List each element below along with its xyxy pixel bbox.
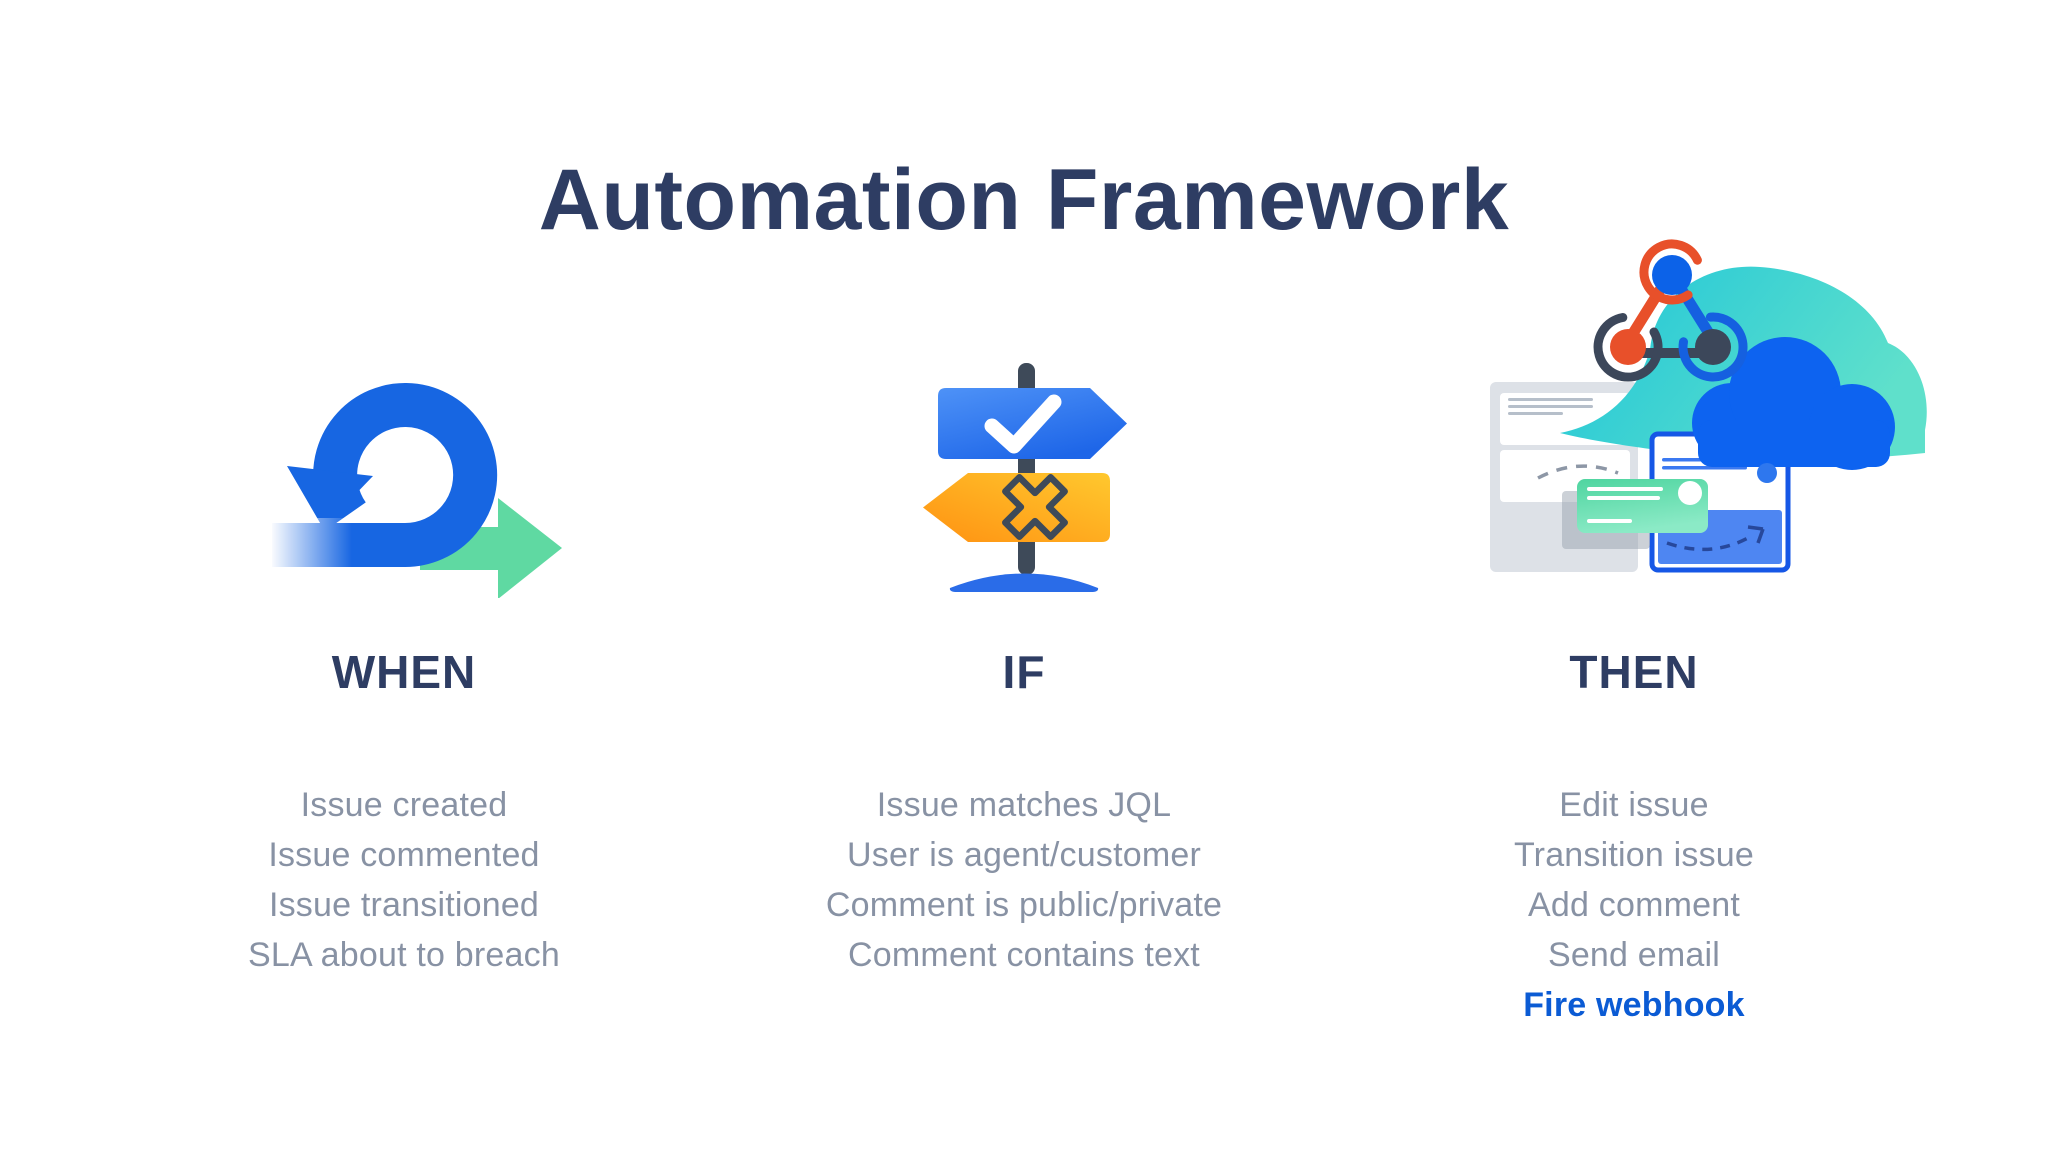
list-item: SLA about to breach [248, 936, 560, 974]
heading-if: IF [1002, 646, 1046, 698]
orange-cross-sign [923, 473, 1110, 542]
list-item: Issue created [300, 786, 508, 824]
x-icon [1002, 474, 1068, 540]
then-action-list: Edit issue Transition issue Add comment … [1274, 780, 1994, 1030]
list-item: Comment contains text [848, 936, 1200, 974]
list-item: Transition issue [1513, 836, 1755, 874]
blue-cloud [1692, 337, 1895, 483]
list-item: Issue commented [268, 836, 540, 874]
if-condition-list: Issue matches JQL User is agent/customer… [664, 780, 1384, 980]
list-item: Send email [1547, 936, 1721, 974]
heading-when: WHEN [331, 646, 477, 698]
signpost-base [949, 573, 1099, 592]
check-icon [984, 394, 1062, 454]
list-item: Comment is public/private [825, 886, 1223, 924]
cloud-webhook-icon [1490, 239, 1927, 573]
list-item: Issue transitioned [268, 886, 540, 924]
list-item: User is agent/customer [847, 836, 1201, 874]
signpost-icon [923, 363, 1127, 592]
list-item: Issue matches JQL [876, 786, 1172, 824]
when-trigger-list: Issue created Issue commented Issue tran… [44, 780, 764, 980]
list-item-highlighted: Fire webhook [1523, 986, 1745, 1024]
dashed-arrow-icon [1666, 536, 1749, 552]
dashed-arc-icon [1537, 464, 1619, 480]
list-item: Add comment [1528, 886, 1740, 924]
blue-check-sign [938, 388, 1127, 459]
list-item: Edit issue [1559, 786, 1709, 824]
green-email-card [1577, 479, 1708, 533]
page-title: Automation Framework [538, 152, 1510, 248]
blue-loop-arrow [270, 383, 498, 574]
sprint-loop-icon [270, 383, 562, 598]
heading-then: THEN [1569, 646, 1699, 698]
webhook-molecule-icon [1593, 239, 1748, 382]
